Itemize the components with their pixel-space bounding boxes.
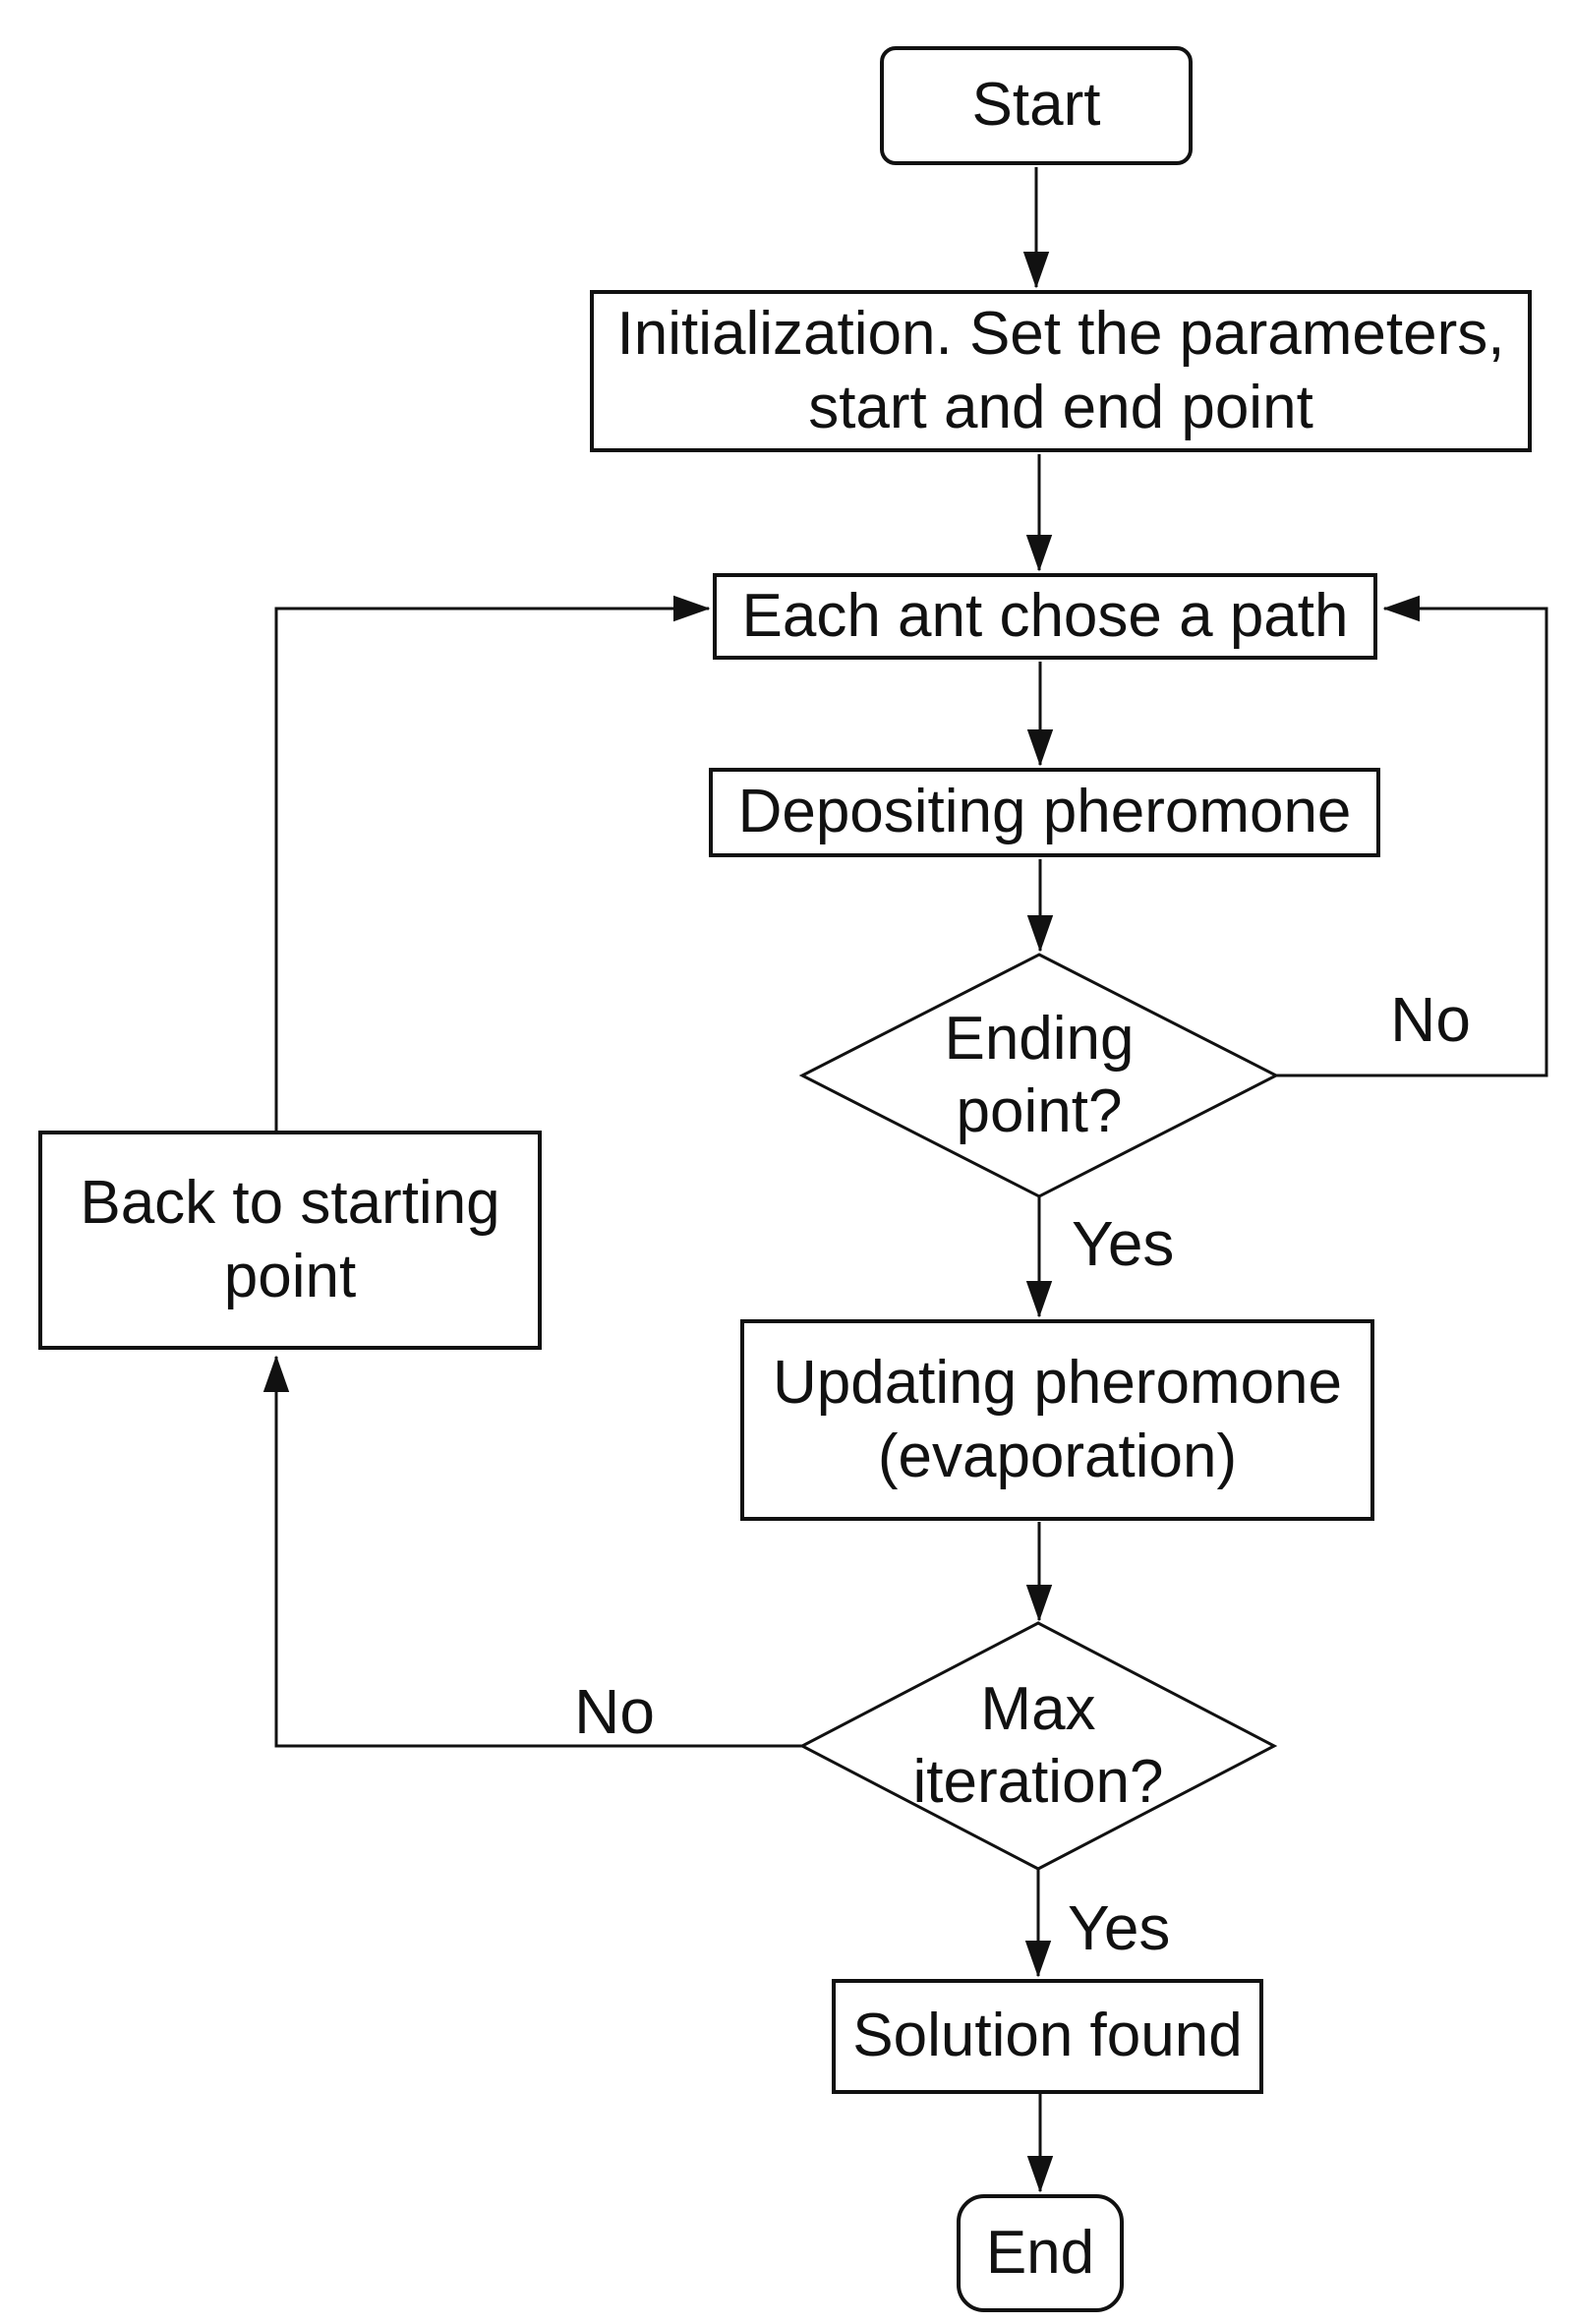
node-end: End [957, 2194, 1124, 2312]
connector-back-to-each-ant [274, 595, 711, 1131]
node-solution-found: Solution found [832, 1979, 1263, 2094]
node-back-to-start: Back to starting point [38, 1131, 542, 1350]
edge-label-ending-point-yes: Yes [1072, 1208, 1175, 1279]
node-initialization: Initialization. Set the parameters, star… [590, 290, 1532, 452]
connector-max-iteration-no-to-back [262, 1355, 802, 1748]
connector-ending-point-no-loop [1276, 595, 1548, 1077]
node-initialization-label: Initialization. Set the parameters, star… [616, 300, 1505, 441]
node-start: Start [880, 46, 1193, 165]
node-back-to-start-label: Back to starting point [80, 1169, 500, 1310]
node-start-label: Start [971, 71, 1101, 140]
node-each-ant-label: Each ant chose a path [741, 581, 1349, 650]
node-updating-label: Updating pheromone (evaporation) [772, 1349, 1343, 1490]
decision-ending-point-shape [798, 953, 1280, 1198]
edge-label-ending-point-no: No [1390, 984, 1471, 1055]
node-solution-found-label: Solution found [852, 2002, 1243, 2070]
node-each-ant: Each ant chose a path [713, 573, 1377, 660]
node-end-label: End [985, 2218, 1095, 2287]
edge-label-max-iteration-no: No [574, 1676, 655, 1747]
decision-max-iteration-shape [798, 1621, 1278, 1871]
node-depositing: Depositing pheromone [709, 768, 1380, 857]
node-updating: Updating pheromone (evaporation) [740, 1319, 1374, 1521]
node-depositing-label: Depositing pheromone [737, 778, 1352, 846]
edge-label-max-iteration-yes: Yes [1068, 1892, 1171, 1963]
